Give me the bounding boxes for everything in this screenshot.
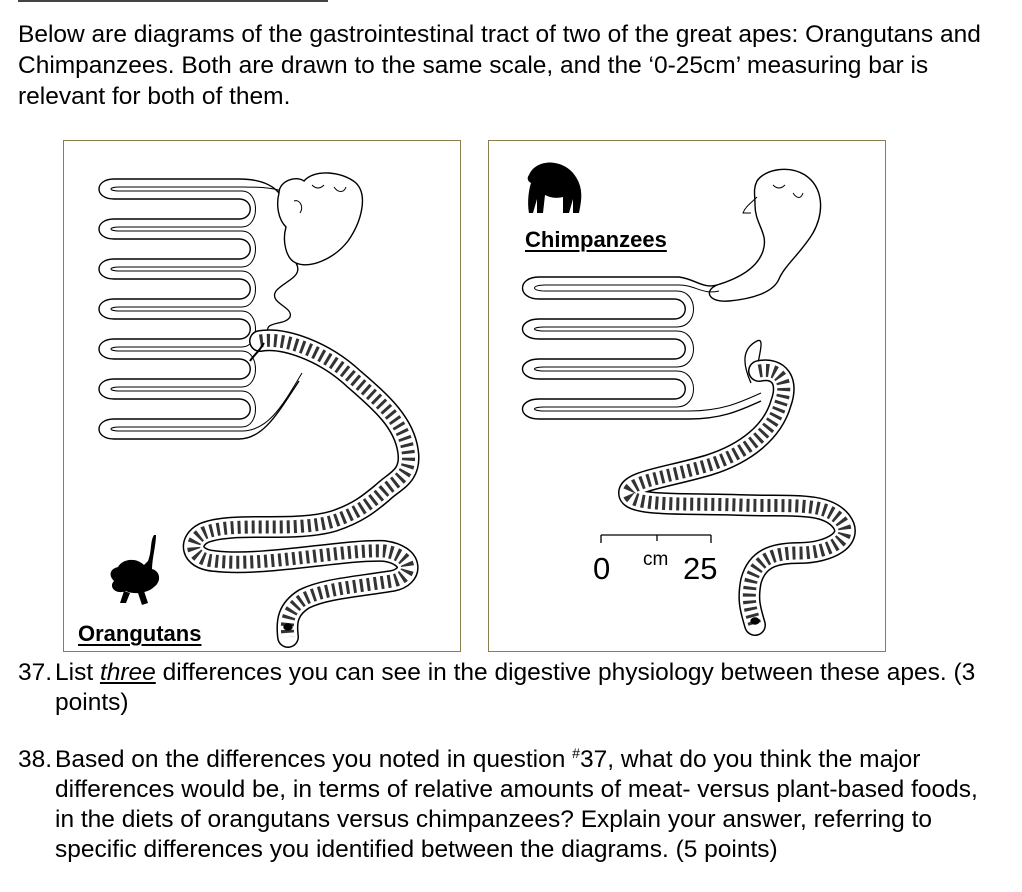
scale-bar-unit: cm (643, 549, 669, 570)
orangutan-panel: Orangutans (63, 140, 461, 652)
question-emphasis: three (99, 659, 156, 686)
scale-bar-end: 25 (683, 551, 718, 586)
question-text-part: Based on the differences you noted in qu… (55, 746, 573, 773)
question-37: 37. List three differences you can see i… (18, 658, 998, 718)
question-text-part: 37, what do you think the major differen… (55, 746, 978, 863)
orangutan-small-intestine (98, 178, 300, 440)
question-superscript: # (572, 744, 580, 761)
question-text-part: differences you can see in the digestive… (55, 659, 976, 716)
scale-bar-line (600, 534, 712, 543)
top-rule (18, 0, 328, 2)
question-38: 38. Based on the differences you noted i… (18, 745, 998, 865)
question-text-part: List (55, 659, 100, 686)
chimpanzee-label: Chimpanzees (525, 227, 667, 252)
chimpanzee-silhouette (527, 162, 582, 213)
orangutan-label: Orangutans (78, 621, 202, 646)
intro-paragraph: Below are diagrams of the gastrointestin… (18, 21, 981, 110)
chimpanzee-small-intestine (521, 276, 762, 420)
scale-bar-start: 0 (593, 551, 611, 586)
question-number: 37. (18, 659, 53, 686)
question-text: Based on the differences you noted in qu… (55, 745, 985, 865)
chimpanzee-stomach (708, 168, 822, 302)
question-number: 38. (18, 746, 53, 773)
orangutan-gi-tract-drawing (98, 172, 420, 648)
chimpanzee-panel: Chimpanzees 0 cm 25 (488, 140, 886, 652)
chimpanzee-gi-tract-drawing (521, 162, 856, 636)
scale-bar: 0 cm 25 (593, 533, 733, 586)
orangutan-stomach (277, 172, 364, 266)
question-text: List three differences you can see in th… (55, 658, 998, 718)
orangutan-silhouette (110, 535, 160, 605)
